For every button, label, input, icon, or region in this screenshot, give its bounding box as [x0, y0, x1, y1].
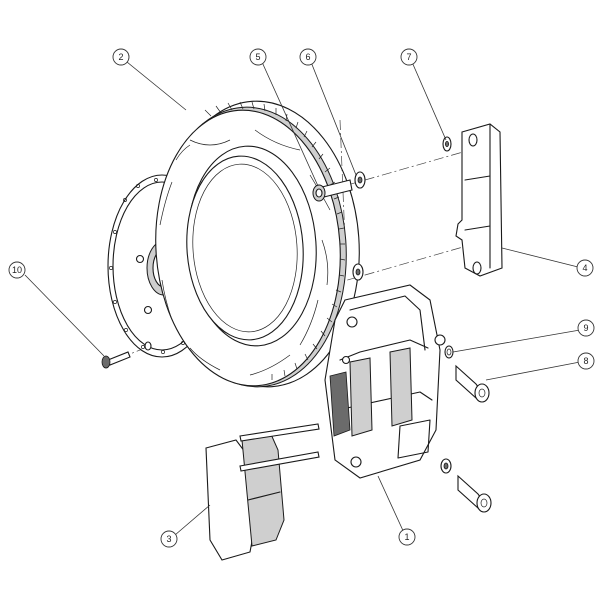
callout-5: 5 [249, 48, 267, 66]
callout-4: 4 [576, 259, 594, 277]
svg-text:4: 4 [582, 263, 587, 273]
hat-bolt-10 [101, 341, 152, 369]
callout-3: 3 [160, 530, 178, 548]
callout-10: 10 [8, 261, 26, 279]
svg-text:10: 10 [12, 265, 22, 275]
svg-text:1: 1 [404, 532, 409, 542]
callout-6: 6 [299, 48, 317, 66]
svg-text:2: 2 [118, 52, 123, 62]
brake-pads [205, 431, 285, 561]
washer-6 [352, 171, 366, 281]
callout-8: 8 [577, 352, 595, 370]
caliper-bolt-8a [455, 364, 490, 403]
svg-text:9: 9 [583, 323, 588, 333]
leader-lines [24, 61, 581, 536]
shim-7 [442, 136, 452, 152]
svg-text:7: 7 [406, 52, 411, 62]
pad-pins [239, 423, 320, 472]
svg-text:5: 5 [255, 52, 260, 62]
centerlines [119, 119, 471, 359]
caliper-bracket [455, 123, 503, 277]
caliper-bolt-8b [457, 474, 492, 513]
callout-9: 9 [577, 319, 595, 337]
rotor-vanes [204, 101, 346, 380]
svg-text:3: 3 [166, 534, 171, 544]
washer-lower [440, 458, 452, 474]
mounting-bolt-5 [312, 179, 353, 202]
callout-1: 1 [398, 528, 416, 546]
brake-caliper [324, 284, 446, 479]
o-ring-9 [444, 345, 454, 359]
svg-text:6: 6 [305, 52, 310, 62]
callout-2: 2 [112, 48, 130, 66]
svg-text:8: 8 [583, 356, 588, 366]
callout-7: 7 [400, 48, 418, 66]
brake-rotor [155, 100, 360, 388]
